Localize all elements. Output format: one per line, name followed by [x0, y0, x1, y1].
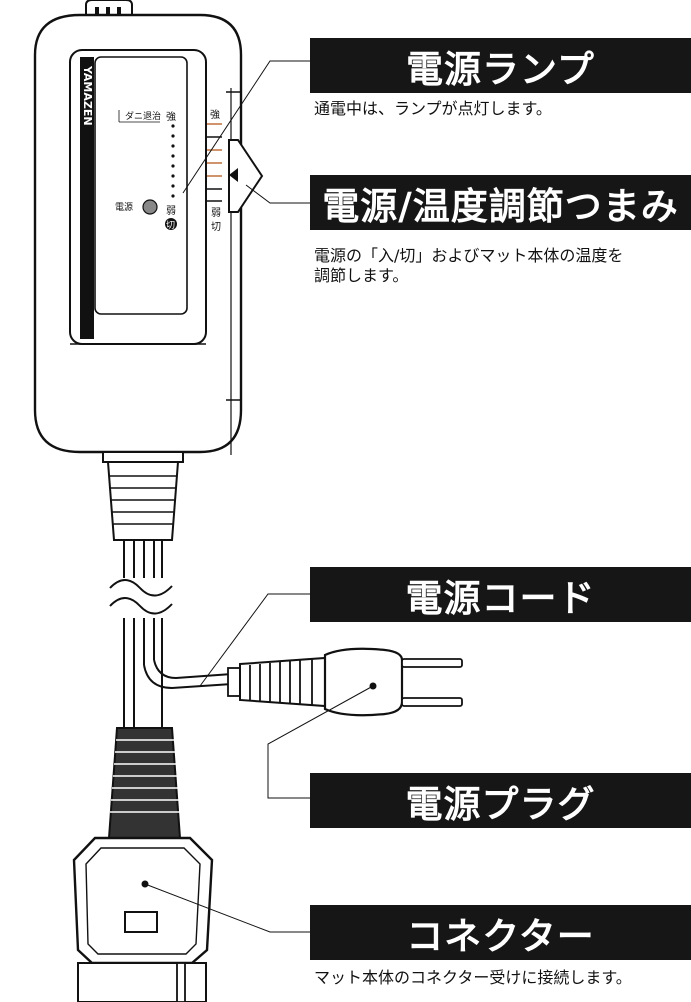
callout-desc-temperature-dial-line2: 調節します。 [314, 266, 409, 285]
dial-off-label: 切 [166, 220, 175, 231]
side-weak-label: 弱 [211, 207, 221, 219]
callout-desc-connector: マット本体のコネクター受けに接続します。 [314, 968, 632, 987]
dial-strong-label: 強 [166, 110, 176, 123]
controller-unit [33, 0, 264, 541]
mite-mode-label: ダニ退治 [125, 110, 161, 122]
callout-title-power-lamp: 電源ランプ [310, 38, 691, 93]
dial-scale-dots [171, 124, 175, 198]
temperature-dial-knob [228, 139, 264, 213]
callout-title-power-plug: 電源プラグ [310, 773, 691, 828]
power-lamp [142, 199, 158, 215]
side-off-label: 切 [211, 221, 221, 233]
power-plug [227, 647, 463, 717]
callout-title-connector: コネクター [310, 905, 691, 960]
leader-lines [144, 60, 374, 933]
callout-title-power-cord: 電源コード [310, 567, 691, 622]
callout-title-temperature-dial: 電源/温度調節つまみ [310, 175, 691, 230]
brand-logo-text: YAMAZEN [81, 65, 94, 126]
callout-desc-temperature-dial-line1: 電源の「入/切」およびマット本体の温度を [314, 246, 624, 265]
power-cord [109, 540, 233, 728]
connector [72, 727, 214, 1002]
dial-weak-label: 弱 [166, 205, 176, 217]
side-strong-label: 強 [210, 108, 220, 121]
lamp-label: 電源 [115, 202, 133, 213]
callout-desc-power-lamp: 通電中は、ランプが点灯します。 [314, 99, 552, 118]
